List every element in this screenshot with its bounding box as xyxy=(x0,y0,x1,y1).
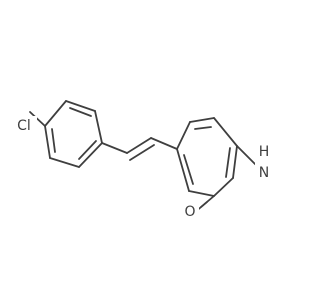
oxygen-label: O xyxy=(184,204,195,220)
bond-c3-c4 xyxy=(94,110,103,144)
bond-t2-t3 xyxy=(189,117,215,123)
bond-aryl-vinyl xyxy=(101,142,128,154)
bond-vinyl-double-a xyxy=(126,137,152,154)
bond-c5-c6 xyxy=(49,157,80,168)
tropone-double-3 xyxy=(183,154,194,185)
bond-t1-t2 xyxy=(176,121,191,150)
bond-t4-t5 xyxy=(232,145,238,179)
aromatic-bond-2 xyxy=(78,140,97,160)
molecule-diagram: Cl H N O xyxy=(13,100,273,220)
bond-c2-c3 xyxy=(65,100,96,112)
chlorine-label-bg xyxy=(13,116,37,134)
oxygen-label-bg xyxy=(181,202,199,220)
aromatic-bond-1 xyxy=(69,107,92,117)
bond-c1-c2 xyxy=(44,100,67,127)
molecule-canvas: Cl H N O xyxy=(13,100,273,220)
nitrogen-label: N xyxy=(259,165,269,181)
bond-t3-t4 xyxy=(213,117,238,147)
bond-cl-c1 xyxy=(29,111,46,127)
bond-t5-t6 xyxy=(213,177,234,197)
bond-vinyl-double-b xyxy=(129,144,155,161)
amino-label-bg xyxy=(255,143,273,181)
bond-t6-t7 xyxy=(188,190,215,197)
tropone-double-2 xyxy=(225,147,231,178)
bond-c6-c1 xyxy=(44,125,51,159)
aromatic-bond-3 xyxy=(51,128,56,153)
bond-vinyl-ring xyxy=(150,137,178,150)
hydrogen-label: H xyxy=(259,144,270,160)
bond-c4-c5 xyxy=(78,142,103,168)
bond-t7-t1 xyxy=(176,148,190,192)
chlorine-label: Cl xyxy=(17,118,31,134)
tropone-double-1 xyxy=(194,126,212,130)
